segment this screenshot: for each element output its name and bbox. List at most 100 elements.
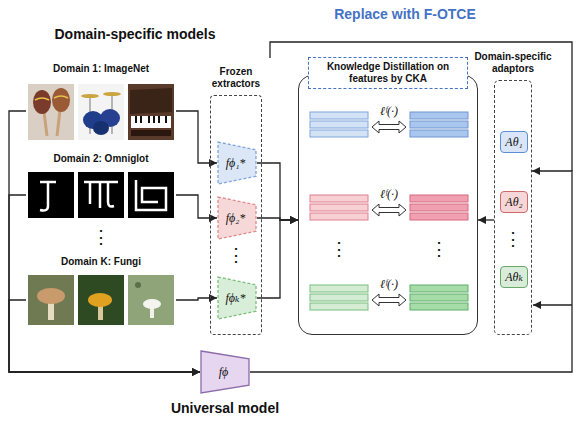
fungi-images-part	[88, 293, 112, 307]
symbol-label: fϕ	[219, 365, 229, 379]
connector-arrow	[257, 220, 298, 298]
trapezoid-outline	[201, 351, 249, 393]
model-caption: Universal model	[171, 400, 279, 417]
ellipsis-mark: ⋮	[330, 238, 348, 260]
annotation-note: Replace with F-OTCE	[334, 6, 476, 23]
fungi-images-part	[128, 275, 174, 325]
omniglot-images-part	[136, 180, 166, 210]
imagenet-images-part	[35, 96, 68, 100]
symbol-label: fϕₖ*	[226, 291, 246, 305]
loss-label: ℓᶠ(·)	[380, 277, 398, 291]
ellipsis-mark: ⋮	[227, 244, 245, 266]
feature-bars-part	[310, 121, 368, 128]
adaptor-group: Domain-specific adaptorsAθ₁Aθ₂Aθₖ	[494, 80, 532, 335]
group-heading: Frozen extractors	[203, 66, 269, 90]
double-arrow-part	[372, 121, 406, 133]
ellipsis-mark: ⋮	[430, 238, 448, 260]
feature-bars-part	[410, 303, 468, 310]
imagenet-images	[28, 84, 174, 140]
trapezoid-outline	[218, 197, 256, 239]
trapezoid-outline	[218, 142, 256, 184]
connector-arrow	[478, 219, 494, 220]
domain-label: Domain 1: ImageNet	[26, 62, 176, 75]
imagenet-images-part	[57, 110, 60, 136]
imagenet-images-part	[52, 88, 70, 112]
domain-label: Domain K: Fungi	[26, 255, 176, 268]
adaptor-box: Aθ₂	[500, 191, 528, 213]
ellipsis-mark: ⋮	[504, 228, 522, 250]
feature-bars-part	[410, 112, 468, 119]
fungi-images-part	[37, 288, 65, 304]
method-heading: Knowledge Distillation on features by CK…	[308, 57, 468, 89]
feature-bars-part	[310, 130, 368, 137]
imagenet-images-part	[131, 116, 171, 128]
imagenet-images-part	[131, 130, 171, 136]
trapezoid-outline	[218, 277, 256, 319]
feature-bars-part	[310, 303, 368, 310]
adaptor-box: Aθ₁	[500, 131, 528, 153]
fungi-images-part	[28, 275, 74, 325]
imagenet-images-part	[93, 121, 109, 135]
omniglot-images-part	[78, 172, 124, 218]
feedback-wire	[270, 42, 572, 305]
imagenet-images-part	[130, 88, 172, 114]
domain-label: Domain 2: Omniglot	[26, 152, 176, 165]
feature-bars-part	[410, 285, 468, 292]
connector-arrow	[9, 195, 200, 372]
feature-bars-part	[410, 213, 468, 220]
adaptor-box: Aθₖ	[500, 266, 528, 288]
fungi-images-part	[135, 282, 141, 288]
extractor-block: fϕₖ*	[217, 276, 257, 320]
imagenet-images-part	[44, 112, 47, 136]
feature-bars-part	[310, 285, 368, 292]
feature-bars-part	[310, 213, 368, 220]
group-heading: Domain-specific adaptors	[467, 51, 559, 75]
imagenet-images-part	[81, 94, 99, 98]
imagenet-images-part	[128, 84, 174, 140]
connector-arrow	[9, 111, 200, 372]
imagenet-images-part	[28, 84, 74, 140]
domain-group: Domain 2: Omniglot	[26, 152, 176, 222]
fungi-images-part	[143, 299, 161, 309]
omniglot-images-part	[28, 172, 74, 218]
feature-bars-part	[310, 294, 368, 301]
feature-bars-part	[410, 130, 468, 137]
double-arrow-part	[372, 294, 406, 306]
symbol-label: fϕ₁*	[226, 156, 246, 170]
omniglot-images-part	[84, 182, 118, 208]
imagenet-images-part	[103, 92, 121, 96]
feature-bars	[310, 112, 468, 310]
figure-heading: Domain-specific models	[54, 26, 215, 43]
universal-model: fϕUniversal model	[200, 350, 250, 394]
extractor-group: Frozen extractorsfϕ₁*fϕ₂*fϕₖ*	[210, 95, 262, 335]
imagenet-images-part	[136, 116, 166, 123]
extractor-block: fϕ₂*	[217, 196, 257, 240]
symbol-label: Aθ₁	[505, 135, 522, 149]
domain-group: Domain 1: ImageNet	[26, 62, 176, 146]
imagenet-images-part	[78, 84, 124, 140]
symbol-label: fϕ₂*	[226, 211, 246, 225]
feature-bars-part	[310, 112, 368, 119]
feature-bars-part	[410, 195, 468, 202]
domain-group: Domain K: Fungi	[26, 255, 176, 327]
feature-bars-part	[410, 204, 468, 211]
omniglot-images-part	[128, 172, 174, 218]
feature-bars-part	[310, 195, 368, 202]
symbol-label: Aθₖ	[505, 270, 523, 284]
symbol-label: Aθ₂	[505, 195, 522, 209]
omniglot-images-part	[40, 182, 56, 211]
imagenet-images-part	[33, 90, 51, 114]
extractor-block: fϕ₁*	[217, 141, 257, 185]
feedback-wire-part	[533, 304, 572, 305]
connector-arrow	[257, 163, 298, 220]
feature-bars-part	[410, 121, 468, 128]
loss-label: ℓᶠ(·)	[380, 187, 398, 201]
fungi-images-part	[78, 275, 124, 325]
double-arrow-part	[372, 204, 406, 216]
ellipsis-mark: ⋮	[92, 226, 110, 248]
double-arrow	[372, 121, 406, 306]
fungi-images	[28, 275, 174, 325]
feature-bars-part	[310, 204, 368, 211]
feature-bars-part	[410, 294, 468, 301]
